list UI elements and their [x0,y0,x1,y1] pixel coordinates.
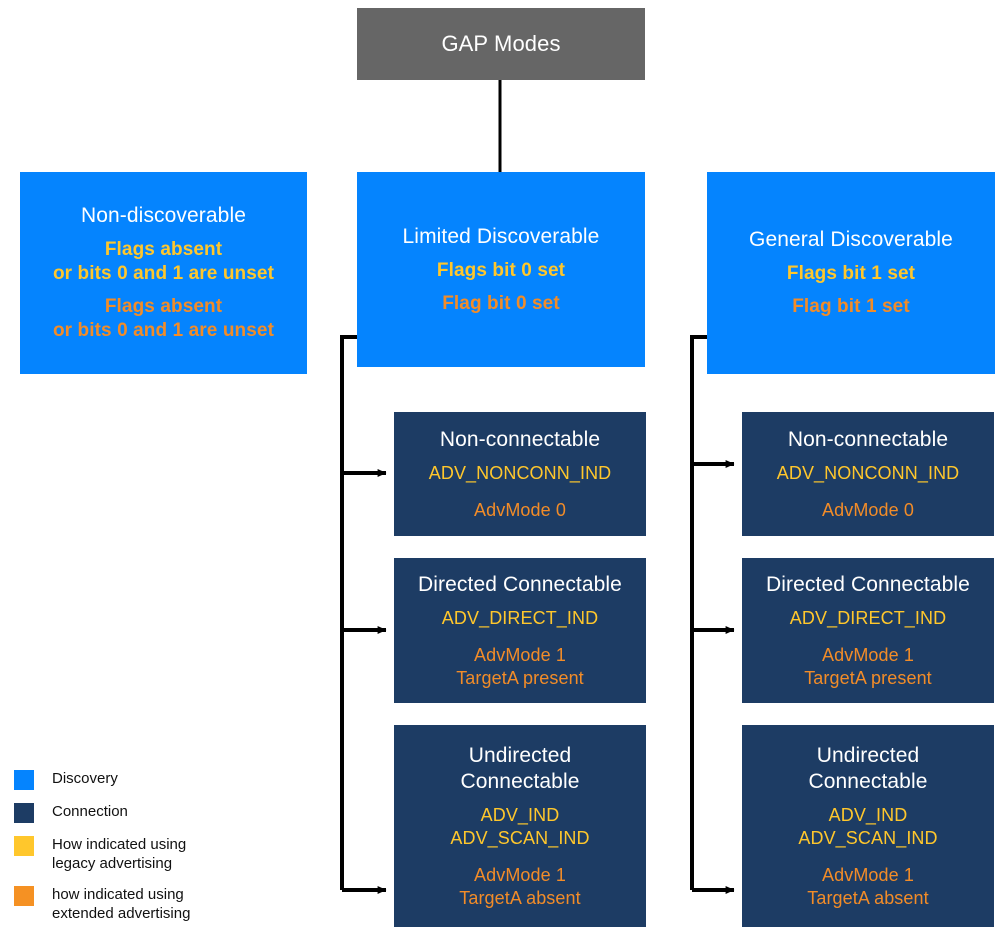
legend-item-legacy-advertising: How indicated using legacy advertising [14,835,244,873]
node-legacy-line: ADV_NONCONN_IND [428,462,612,483]
node-legacy-line: ADV_IND [828,804,908,825]
legend-label-line: how indicated using [52,886,184,903]
connector-general-bus [690,335,707,890]
node-title-line: Undirected Connectable [808,743,928,793]
node-general-discoverable[interactable]: General Discoverable Flags bit 1 set Fla… [707,172,995,374]
legend: Discovery Connection How indicated using… [14,769,244,935]
node-extended-line: TargetA present [456,667,584,688]
node-extended-line: Flag bit 1 set [792,296,910,317]
node-legacy-line: ADV_SCAN_IND [798,827,938,848]
node-extended-line: TargetA present [804,667,932,688]
node-legacy-line: Flags bit 1 set [786,263,916,284]
legend-label: how indicated using extended advertising [52,885,190,923]
node-title: Non-connectable [439,427,601,451]
legend-label: How indicated using legacy advertising [52,835,186,873]
node-title: GAP Modes [441,31,561,56]
node-general-non-connectable[interactable]: Non-connectable ADV_NONCONN_IND AdvMode … [742,412,994,536]
node-legacy-line: Flags absent [104,239,223,260]
legend-swatch-discovery [14,770,34,790]
node-legacy-line: Flags bit 0 set [436,259,566,281]
node-legacy-line: ADV_IND [480,804,560,825]
node-title: Limited Discoverable [402,224,600,248]
node-limited-non-connectable[interactable]: Non-connectable ADV_NONCONN_IND AdvMode … [394,412,646,536]
node-title: Directed Connectable [418,572,622,596]
node-gap-modes[interactable]: GAP Modes [357,8,645,80]
legend-swatch-extended [14,886,34,906]
node-extended-line: AdvMode 0 [474,499,566,520]
node-title: Non-connectable [787,427,949,451]
node-limited-directed-connectable[interactable]: Directed Connectable ADV_DIRECT_IND AdvM… [394,558,646,703]
node-title: Non-discoverable [80,204,247,227]
legend-swatch-connection [14,803,34,823]
node-extended-line: TargetA absent [807,887,929,908]
node-title: Directed Connectable [766,572,970,596]
node-general-directed-connectable[interactable]: Directed Connectable ADV_DIRECT_IND AdvM… [742,558,994,703]
node-title: General Discoverable [749,228,953,251]
legend-label-line: legacy advertising [52,855,173,872]
node-general-undirected-connectable[interactable]: Undirected Connectable ADV_IND ADV_SCAN_… [742,725,994,927]
node-extended-line: AdvMode 1 [822,864,914,885]
legend-label-line: Discovery [52,770,118,787]
legend-label-line: Connection [52,803,128,820]
node-extended-line: AdvMode 1 [474,644,566,665]
legend-item-connection: Connection [14,802,244,823]
node-legacy-line: ADV_SCAN_IND [450,827,590,848]
node-limited-undirected-connectable[interactable]: Undirected Connectable ADV_IND ADV_SCAN_… [394,725,646,927]
node-legacy-line: or bits 0 and 1 are unset [52,263,275,284]
node-extended-line: Flags absent [104,296,223,317]
legend-label-line: extended advertising [52,905,191,922]
legend-label: Connection [52,802,128,821]
node-extended-line: AdvMode 1 [474,864,566,885]
node-extended-line: or bits 0 and 1 are unset [52,320,275,341]
node-extended-line: AdvMode 0 [822,499,914,520]
node-non-discoverable[interactable]: Non-discoverable Flags absent or bits 0 … [20,172,307,374]
legend-label: Discovery [52,769,118,788]
node-extended-line: TargetA absent [459,887,581,908]
connector-limited-bus [340,335,357,890]
node-limited-discoverable[interactable]: Limited Discoverable Flags bit 0 set Fla… [357,172,645,367]
node-legacy-line: ADV_DIRECT_IND [441,607,599,628]
legend-label-line: How indicated using [52,836,187,853]
legend-item-discovery: Discovery [14,769,244,790]
node-extended-line: Flag bit 0 set [442,292,560,314]
node-legacy-line: ADV_DIRECT_IND [789,607,947,628]
legend-swatch-legacy [14,836,34,856]
legend-item-extended-advertising: how indicated using extended advertising [14,885,244,923]
node-extended-line: AdvMode 1 [822,644,914,665]
node-title-line: Undirected Connectable [460,743,580,793]
node-legacy-line: ADV_NONCONN_IND [776,462,960,483]
